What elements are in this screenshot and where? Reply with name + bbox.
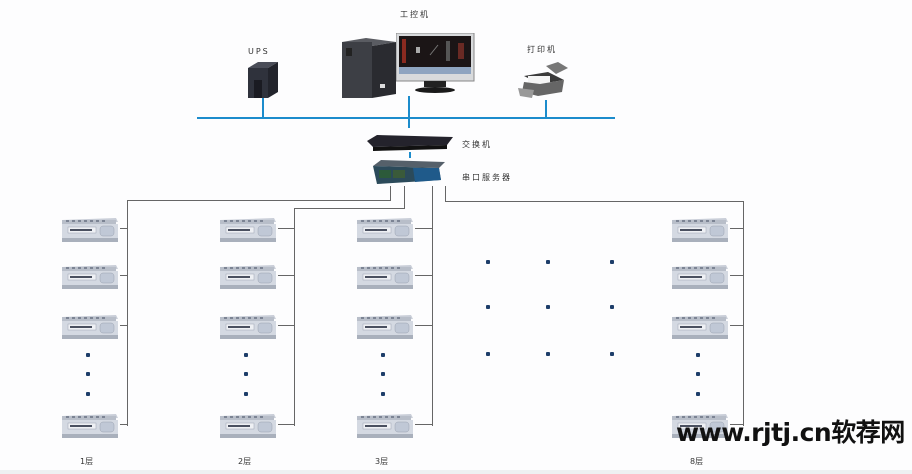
floor1-bus — [127, 200, 128, 426]
ellipsis-dot — [610, 352, 614, 356]
wire-floor2-horizontal — [294, 208, 405, 209]
meter-stub-wire — [120, 325, 127, 326]
ellipsis-dot — [546, 305, 550, 309]
bottom-edge — [0, 470, 912, 474]
wire-floor1-horizontal — [127, 200, 391, 201]
industrial-pc-label: 工控机 — [400, 10, 430, 19]
watermark: www.rjtj.cn软荐网 — [676, 418, 905, 447]
meter-stub-wire — [415, 275, 432, 276]
energy-meter-icon — [670, 216, 730, 244]
ellipsis-dot — [486, 352, 490, 356]
energy-meter-icon — [670, 412, 730, 440]
meter-stub-wire — [120, 424, 127, 425]
ups-icon — [248, 62, 278, 98]
floor-label-2: 2层 — [238, 457, 252, 466]
meter-stub-wire — [730, 424, 743, 425]
serial-server-icon — [373, 160, 445, 184]
monitor-icon — [396, 33, 475, 93]
floor2-bus — [294, 208, 295, 426]
energy-meter-icon — [355, 263, 415, 291]
meter-stub-wire — [120, 275, 127, 276]
wire-floor2-drop — [404, 186, 405, 208]
ellipsis-dot — [546, 352, 550, 356]
pc-link — [408, 96, 410, 128]
ups-link — [262, 98, 264, 118]
pc-tower-icon — [342, 38, 396, 98]
ellipsis-dot — [244, 372, 248, 376]
energy-meter-icon — [60, 216, 120, 244]
energy-meter-icon — [670, 313, 730, 341]
energy-meter-icon — [355, 313, 415, 341]
meter-stub-wire — [730, 275, 743, 276]
ellipsis-dot — [696, 353, 700, 357]
ellipsis-dot — [696, 392, 700, 396]
meter-stub-wire — [278, 275, 294, 276]
energy-meter-icon — [60, 263, 120, 291]
meter-stub-wire — [278, 325, 294, 326]
ellipsis-dot — [610, 305, 614, 309]
wire-floor8-drop — [445, 186, 446, 201]
ellipsis-dot — [381, 372, 385, 376]
energy-meter-icon — [355, 412, 415, 440]
ellipsis-dot — [86, 372, 90, 376]
wire-floor1-drop — [390, 186, 391, 200]
meter-stub-wire — [730, 325, 743, 326]
ellipsis-dot — [486, 305, 490, 309]
energy-meter-icon — [355, 216, 415, 244]
floor-label-8: 8层 — [690, 457, 704, 466]
ellipsis-dot — [244, 392, 248, 396]
energy-meter-icon — [60, 412, 120, 440]
ellipsis-dot — [486, 260, 490, 264]
ellipsis-dot — [86, 392, 90, 396]
floor8-bus — [743, 201, 744, 426]
ellipsis-dot — [381, 392, 385, 396]
ups-label: UPS — [248, 47, 270, 56]
serial-server-label: 串口服务器 — [462, 173, 512, 182]
ellipsis-dot — [86, 353, 90, 357]
printer-label: 打印机 — [527, 45, 557, 54]
meter-stub-wire — [278, 228, 294, 229]
ellipsis-dot — [381, 353, 385, 357]
energy-meter-icon — [218, 313, 278, 341]
meter-stub-wire — [730, 228, 743, 229]
energy-meter-icon — [218, 263, 278, 291]
switch-icon — [367, 135, 453, 151]
energy-meter-icon — [670, 263, 730, 291]
wire-floor8-horizontal — [445, 201, 743, 202]
floor-label-1: 1层 — [80, 457, 94, 466]
printer-link — [545, 100, 547, 118]
switch-to-server-link — [409, 152, 411, 158]
meter-stub-wire — [120, 228, 127, 229]
floor3-bus — [432, 186, 433, 426]
energy-meter-icon — [218, 412, 278, 440]
ethernet-bus — [197, 117, 615, 119]
ellipsis-dot — [696, 372, 700, 376]
floor-label-3: 3层 — [375, 457, 389, 466]
meter-stub-wire — [278, 424, 294, 425]
ellipsis-dot — [244, 353, 248, 357]
printer-icon — [518, 62, 568, 98]
energy-meter-icon — [218, 216, 278, 244]
meter-stub-wire — [415, 325, 432, 326]
meter-stub-wire — [415, 228, 432, 229]
ellipsis-dot — [546, 260, 550, 264]
energy-meter-icon — [60, 313, 120, 341]
ellipsis-dot — [610, 260, 614, 264]
meter-stub-wire — [415, 424, 432, 425]
switch-label: 交换机 — [462, 140, 492, 149]
